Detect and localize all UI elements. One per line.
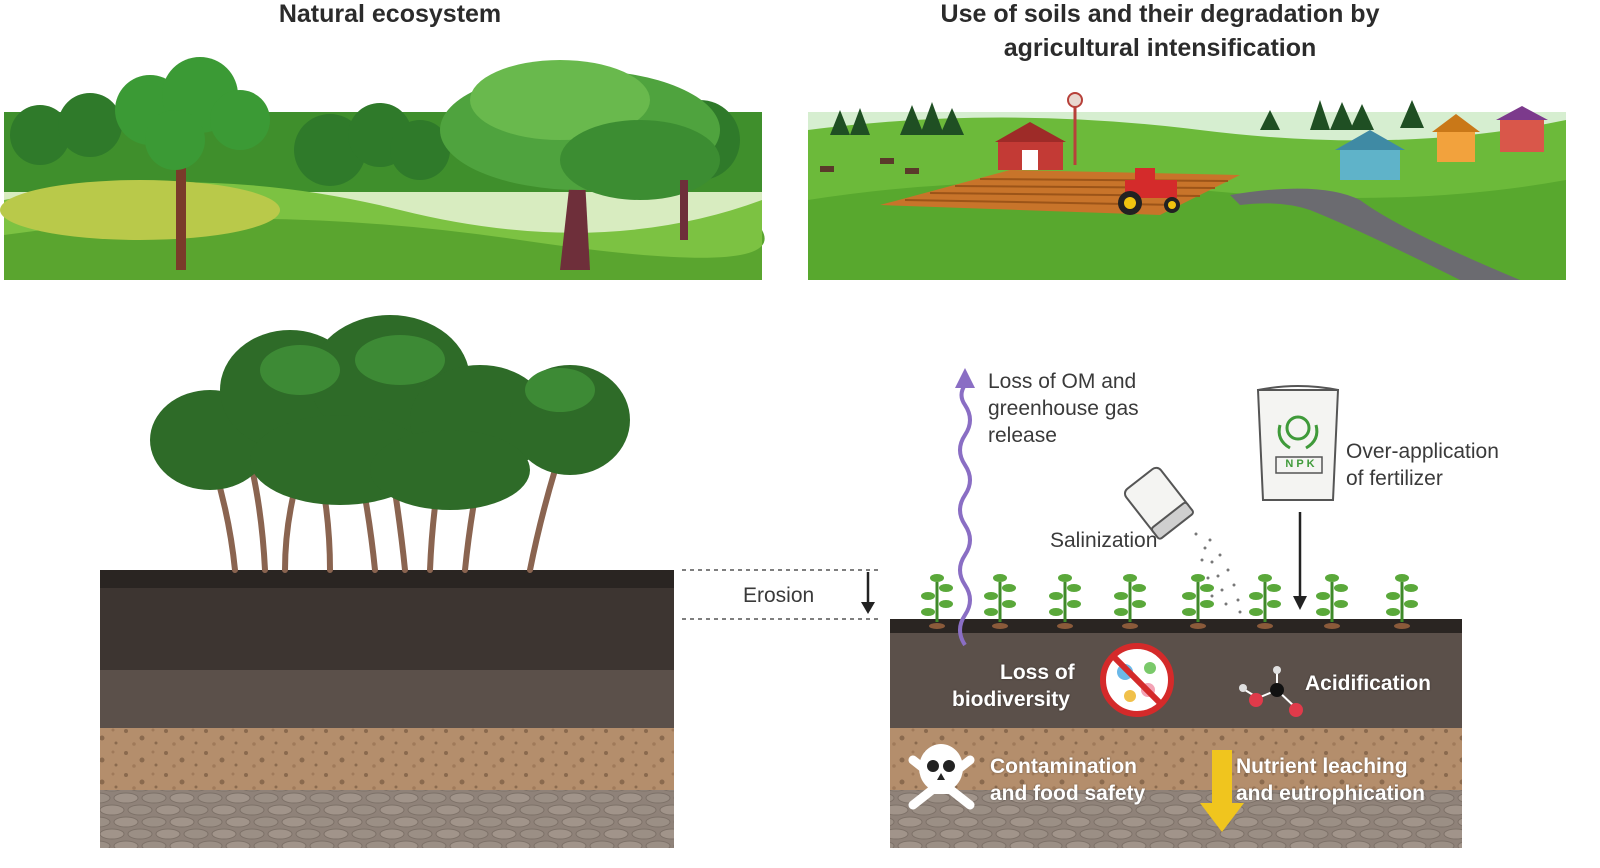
seedling-icon [984,574,1016,629]
right-panel-title-line1: Use of soils and their degradation by [940,0,1380,28]
salt-shaker-icon [1123,466,1242,614]
seedling-icon [921,574,953,629]
over-application-label-line2: of fertilizer [1346,467,1443,490]
agricultural-landscape-illustration [808,92,1566,280]
right-panel-title-line2: agricultural intensification [1003,34,1317,62]
leaching-arrow [1200,750,1244,832]
degraded-soil-profile [890,619,1462,848]
erosion-marker [682,569,880,620]
left-panel-title: Natural ecosystem [278,0,502,28]
nutrient-leaching-label-line2: and eutrophication [1236,782,1425,805]
seedling-icon [1182,574,1214,629]
tractor-icon [1118,168,1180,215]
contamination-label-line1: Contamination [990,755,1137,778]
acidification-label: Acidification [1305,672,1432,695]
contamination-label-line2: and food safety [990,782,1146,805]
om-loss-label-line3: release [988,424,1057,447]
erosion-label: Erosion [743,584,815,607]
seedling-icon [1386,574,1418,629]
barn-icon [995,92,1083,170]
seedling-icon [1114,574,1146,629]
om-loss-label-line1: Loss of OM and [988,370,1137,393]
om-loss-arrow [955,368,975,647]
natural-soil-profile [100,570,674,848]
no-biodiversity-icon [1100,643,1174,717]
biodiversity-label-line1: Loss of [1000,661,1075,684]
natural-landscape-illustration [0,57,765,280]
houses-icon [1335,106,1548,180]
biodiversity-label-line2: biodiversity [952,688,1070,711]
fertilizer-bag-text: N P K [1285,458,1315,470]
skull-crossbones-icon [908,744,975,810]
seedlings [921,574,1418,629]
fertilizer-bag-icon [1256,385,1340,501]
over-application-label-line1: Over-application [1346,440,1499,463]
om-loss-label-line2: greenhouse gas [988,397,1139,420]
fertilizer-arrow [1293,512,1307,610]
seedling-icon [1249,574,1281,629]
salinization-label: Salinization [1050,529,1158,552]
nutrient-leaching-label-line1: Nutrient leaching [1236,755,1408,778]
molecule-icon [1239,666,1303,717]
seedling-icon [1049,574,1081,629]
seedling-icon [1316,574,1348,629]
